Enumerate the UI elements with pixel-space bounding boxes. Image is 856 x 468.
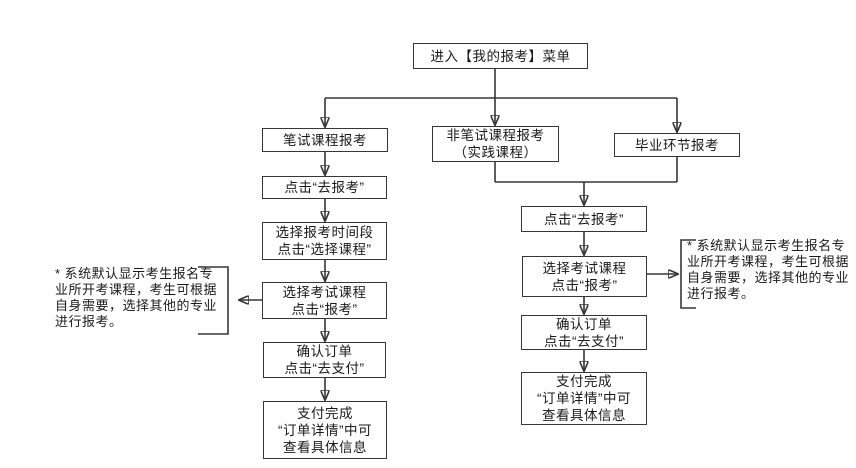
left-step-confirm-order: 确认订单 点击“去支付” [263, 342, 386, 378]
right-step-click-go-register: 点击“去报考” [521, 206, 647, 232]
start-node: 进入【我的报考】菜单 [413, 43, 588, 69]
left-step-select-time-period: 选择报考时间段 点击“选择课程” [262, 222, 387, 260]
left-step-click-go-register: 点击“去报考” [262, 176, 387, 199]
branch-written-course: 笔试课程报考 [262, 128, 388, 152]
right-step-select-exam-course: 选择考试课程 点击“报考” [522, 256, 647, 297]
note-right-bracket [680, 239, 696, 309]
left-step-payment-complete: 支付完成 “订单详情”中可 查看具体信息 [263, 401, 387, 459]
note-connectors [198, 239, 696, 335]
branch-split-lines [325, 69, 677, 132]
note-right: * 系统默认显示考生报名专 业所开考课程，考生可根据 自身需要，选择其他的专业 … [687, 238, 850, 301]
left-step-select-exam-course: 选择考试课程 点击“报考” [262, 282, 387, 319]
right-step-payment-complete: 支付完成 “订单详情”中可 查看具体信息 [521, 372, 647, 425]
branch-practical-course: 非笔试课程报考 （实践课程） [432, 126, 559, 162]
note-left-bracket [198, 266, 229, 335]
note-left: * 系统默认显示考生报名专 业所开考课程，考生可根据 自身需要，选择其他的专业 … [55, 266, 218, 329]
right-step-confirm-order: 确认订单 点击“去支付” [521, 315, 647, 350]
merge-lines [494, 157, 678, 205]
branch-graduation: 毕业环节报考 [614, 133, 740, 157]
